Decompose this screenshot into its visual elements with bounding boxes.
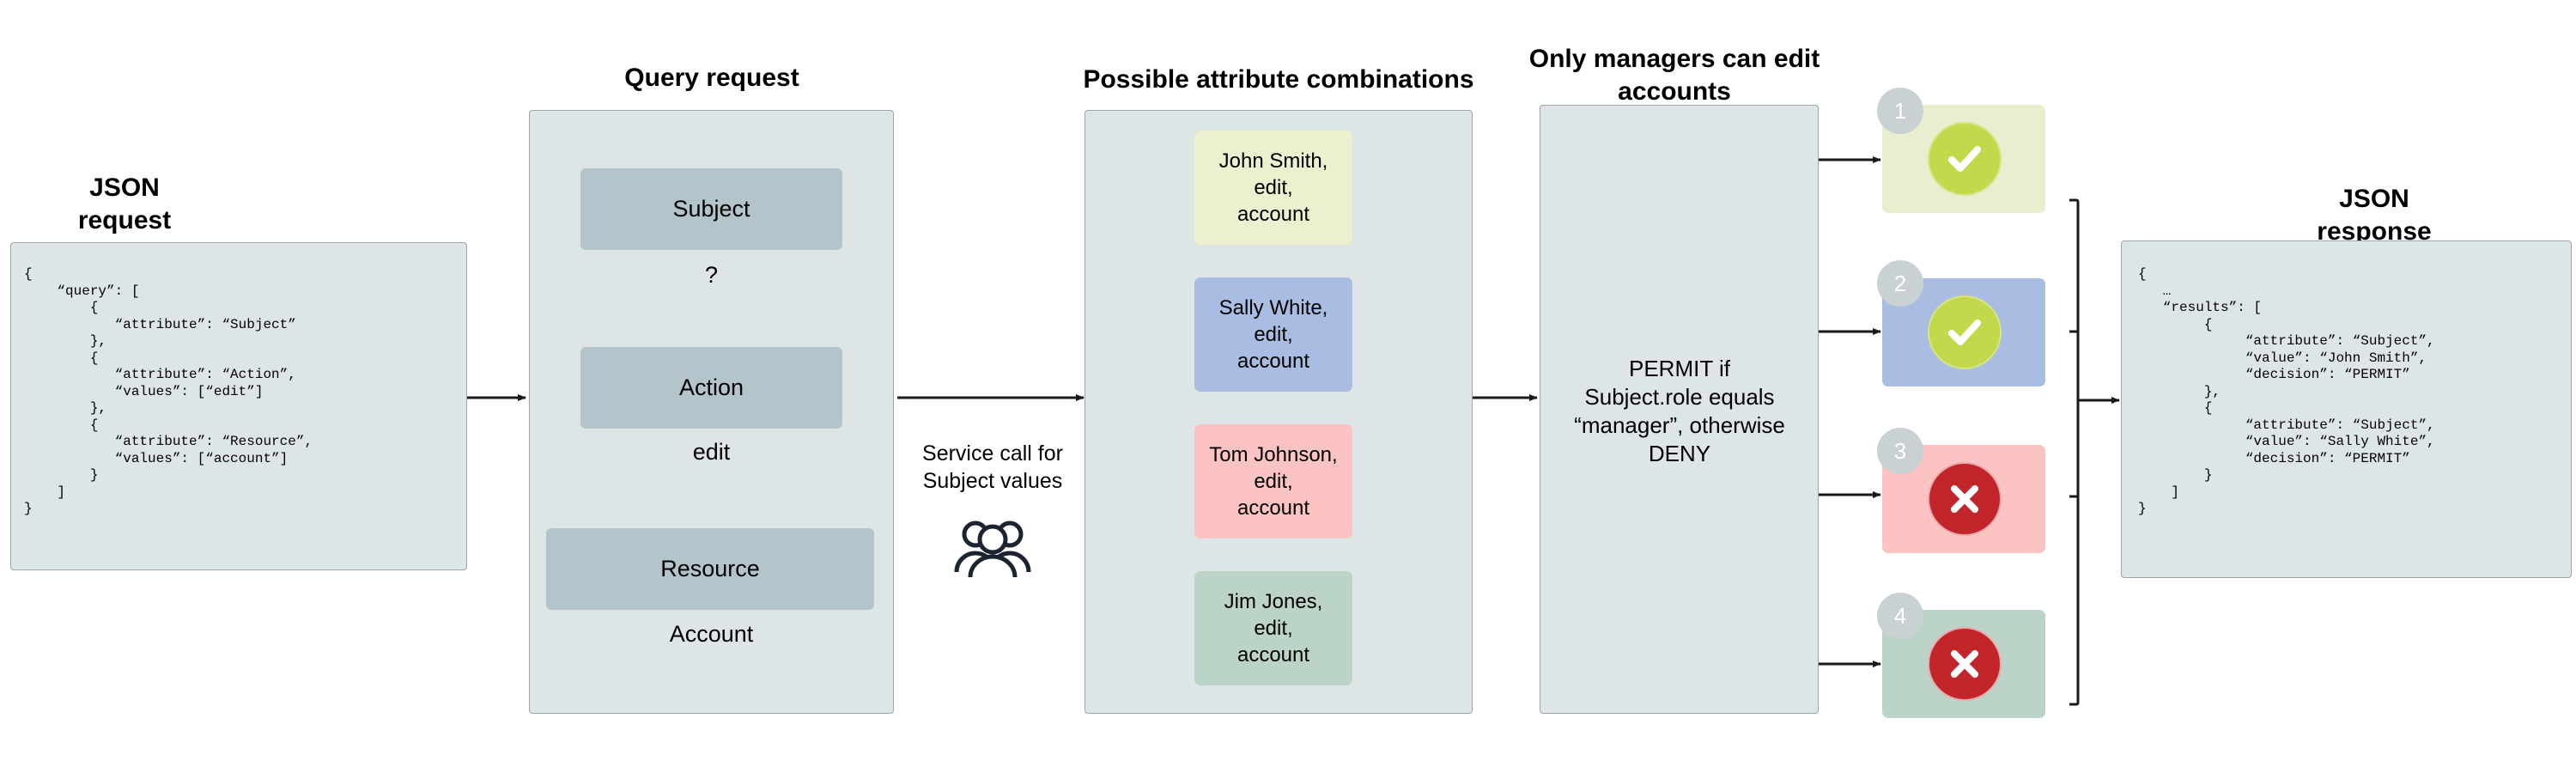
combination-card-4-subject: Jim Jones,: [1224, 590, 1323, 613]
combinations-title: Possible attribute combinations: [1083, 65, 1474, 94]
query-field-subject[interactable]: Subject: [580, 168, 842, 250]
query-request-title: Query request: [624, 64, 799, 92]
decision-badge-4: 4: [1877, 593, 1923, 639]
combination-card-1: John Smith, edit, account: [1194, 131, 1352, 245]
check-icon: [1928, 122, 2002, 196]
combination-card-2: Sally White, edit, account: [1194, 277, 1352, 392]
combination-card-3-subject: Tom Johnson,: [1209, 443, 1338, 466]
json-request-panel: [10, 242, 467, 570]
check-icon: [1928, 295, 2002, 369]
policy-rule-text: PERMIT if Subject.role equals “manager”,…: [1574, 356, 1785, 466]
query-field-resource-value: Account: [669, 621, 754, 647]
combination-card-1-action: edit,: [1254, 176, 1293, 199]
combination-card-1-subject: John Smith,: [1218, 149, 1328, 173]
query-field-resource-label: Resource: [660, 556, 760, 581]
combination-card-2-resource: account: [1236, 350, 1310, 373]
decision-badge-1: 1: [1877, 88, 1923, 134]
combination-card-4: Jim Jones, edit, account: [1194, 571, 1352, 685]
combination-card-3-resource: account: [1236, 496, 1310, 520]
combination-card-3-action: edit,: [1254, 470, 1293, 493]
query-field-resource[interactable]: Resource: [546, 528, 874, 610]
people-icon: [951, 515, 1034, 581]
combination-card-2-subject: Sally White,: [1218, 296, 1328, 320]
policy-panel: [1540, 105, 1819, 714]
query-field-subject-label: Subject: [672, 196, 750, 222]
combination-card-1-resource: account: [1236, 203, 1310, 226]
decision-badge-3: 3: [1877, 428, 1923, 474]
json-response-title: JSON response: [2317, 185, 2432, 246]
service-call-label: Service call for Subject values: [922, 441, 1063, 493]
json-response-code: { … “results”: [ { “attribute”: “Subject…: [2138, 266, 2435, 516]
combination-card-3: Tom Johnson, edit, account: [1194, 424, 1352, 539]
query-field-subject-value: ?: [704, 262, 719, 288]
decision-badge-2: 2: [1877, 260, 1923, 307]
combination-card-4-action: edit,: [1254, 617, 1293, 640]
combination-card-4-resource: account: [1236, 643, 1310, 667]
json-request-title: JSON request: [77, 174, 172, 234]
policy-title: Only managers can edit accounts: [1528, 45, 1820, 106]
json-response-panel: [2121, 240, 2572, 578]
query-field-action-value: edit: [692, 439, 731, 465]
json-request-code: { “query”: [ { “attribute”: “Subject” },…: [24, 266, 313, 516]
cross-icon: [1928, 462, 2002, 536]
combination-card-2-action: edit,: [1254, 323, 1293, 346]
query-field-action-label: Action: [678, 374, 744, 400]
query-field-action[interactable]: Action: [580, 347, 842, 429]
cross-icon: [1928, 627, 2002, 701]
